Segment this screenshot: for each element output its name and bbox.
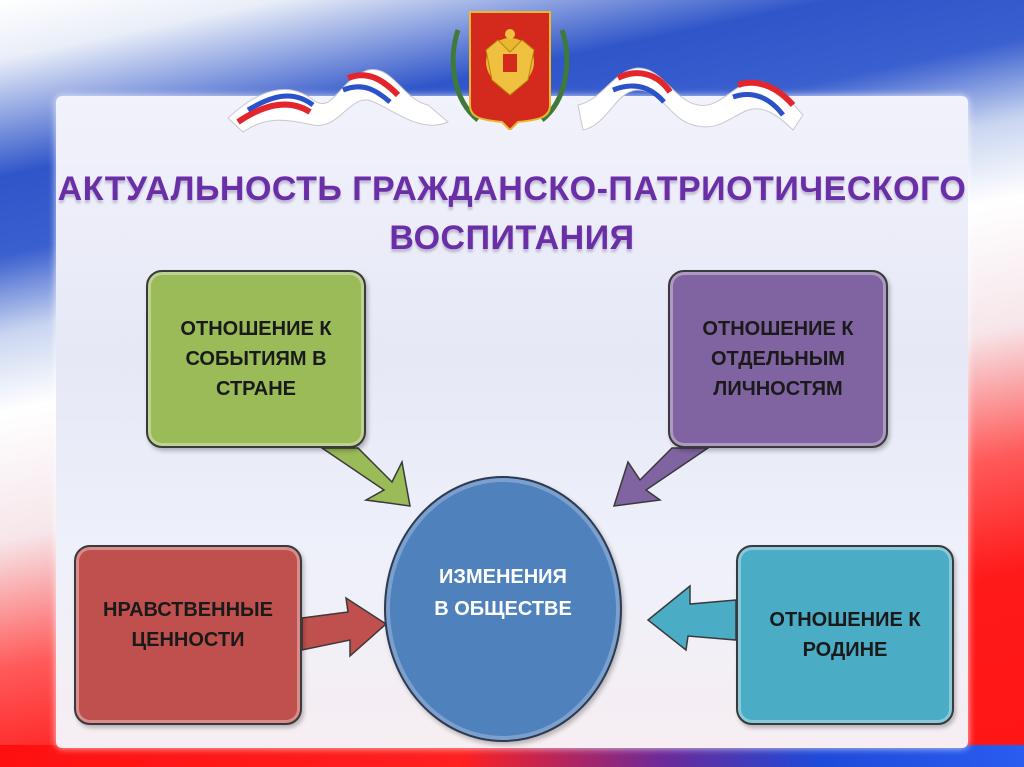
- flag-band-bottom: [0, 745, 1024, 767]
- center-node-changes-in-society: ИЗМЕНЕНИЯ В ОБЩЕСТВЕ: [384, 476, 622, 742]
- node-label-line: СТРАНЕ: [216, 378, 296, 400]
- tricolor-ribbon-icon: [227, 67, 804, 133]
- page-title-line-1: АКТУАЛЬНОСТЬ ГРАЖДАНСКО-ПАТРИОТИЧЕСКОГО: [57, 170, 967, 208]
- node-label-line: ОТНОШЕНИЕ К: [702, 318, 854, 340]
- node-moral-values: НРАВСТВЕННЫЕ ЦЕННОСТИ: [74, 545, 302, 725]
- node-label-line: ЦЕННОСТИ: [131, 629, 245, 651]
- node-attitude-to-homeland: ОТНОШЕНИЕ К РОДИНЕ: [736, 545, 954, 725]
- node-label-line: СОБЫТИЯМ В: [185, 348, 327, 370]
- node-attitude-to-individuals: ОТНОШЕНИЕ К ОТДЕЛЬНЫМ ЛИЧНОСТЯМ: [668, 270, 888, 448]
- center-label-line: ИЗМЕНЕНИЯ: [439, 566, 567, 588]
- node-label-line: ОТНОШЕНИЕ К: [180, 318, 332, 340]
- node-label-line: ОТНОШЕНИЕ К: [769, 609, 921, 631]
- node-label-line: НРАВСТВЕННЫЕ: [103, 599, 273, 621]
- node-label-line: РОДИНЕ: [802, 639, 888, 661]
- node-label-line: ОТДЕЛЬНЫМ: [711, 348, 845, 370]
- node-label-line: ЛИЧНОСТЯМ: [713, 378, 843, 400]
- center-label-line: В ОБЩЕСТВЕ: [434, 598, 572, 620]
- node-events-in-country: ОТНОШЕНИЕ К СОБЫТИЯМ В СТРАНЕ: [146, 270, 366, 448]
- coat-of-arms-icon: [450, 11, 570, 130]
- page-title-line-2: ВОСПИТАНИЯ: [389, 219, 635, 257]
